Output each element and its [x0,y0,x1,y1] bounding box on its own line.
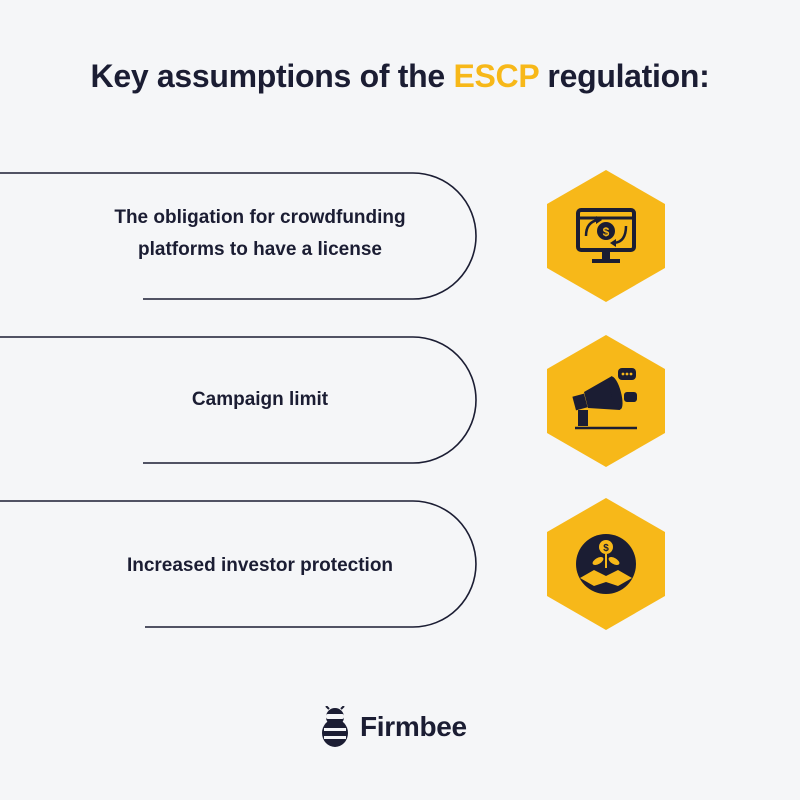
title-suffix: regulation: [538,58,710,94]
handshake-money-plant-icon: $ [547,498,665,630]
svg-text:$: $ [603,543,609,554]
title-highlight: ESCP [453,58,539,94]
megaphone-icon [547,335,665,467]
item-label-license: The obligation for crowdfunding platform… [60,202,460,266]
item-outline-1 [0,172,477,300]
item-label-line: The obligation for crowdfunding [114,207,406,228]
firmbee-bee-logo-icon [322,706,348,747]
item-outline-2 [0,336,477,464]
item-label-campaign-limit: Campaign limit [191,389,329,410]
page-title: Key assumptions of the ESCP regulation: [0,58,800,95]
svg-text:$: $ [603,225,610,239]
brand-logo: Firmbee [318,706,467,748]
item-outline-3 [0,500,477,628]
title-prefix: Key assumptions of the [90,58,454,94]
brand-name: Firmbee [360,711,467,742]
item-label-investor-protection: Increased investor protection [126,555,394,576]
monitor-money-exchange-icon: $ [547,170,665,302]
item-label-line: platforms to have a license [138,239,382,260]
